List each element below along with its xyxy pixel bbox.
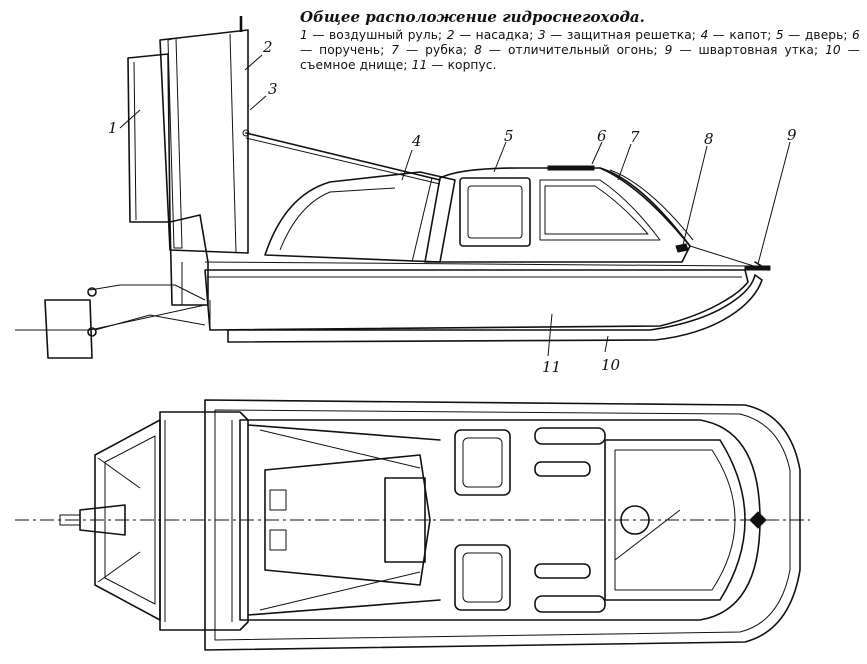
callout-3: 3 xyxy=(268,80,278,98)
side-view xyxy=(15,16,771,359)
leader-8 xyxy=(682,145,708,246)
callout-7: 7 xyxy=(630,128,640,146)
legend-item-5: 5 — дверь; xyxy=(775,28,848,42)
engine-cowl-plan xyxy=(264,454,431,586)
bow-stay xyxy=(689,245,761,269)
stern-bracket-side xyxy=(44,284,206,359)
handrail-side xyxy=(547,165,595,171)
removable-bottom-side xyxy=(227,274,763,343)
mooring-cleat-plan xyxy=(749,511,767,529)
leader-9 xyxy=(757,141,791,265)
cabin-side xyxy=(424,165,694,263)
legend-item-6: 6 — поручень; xyxy=(300,28,860,57)
seats-plan xyxy=(454,427,606,613)
callout-2: 2 xyxy=(262,38,273,56)
hull-outline-plan xyxy=(204,399,801,651)
callout-leaders xyxy=(119,54,791,357)
engine-block-plan xyxy=(384,477,426,563)
deck-line xyxy=(204,261,746,267)
legend-item-3: 3 — защитная решетка; xyxy=(537,28,697,42)
legend-item-8: 8 — отличительный огонь; xyxy=(474,43,658,57)
duct-pylon-side xyxy=(169,214,209,306)
legend-item-7: 7 — рубка; xyxy=(391,43,468,57)
side-light xyxy=(675,243,689,253)
figure-caption: Общее расположение гидроснегохода. 1 — в… xyxy=(300,8,860,73)
legend-item-2: 2 — насадка; xyxy=(446,28,534,42)
callout-8: 8 xyxy=(704,130,714,148)
callout-6: 6 xyxy=(597,127,607,145)
mooring-cleat-side xyxy=(744,261,771,271)
leader-11 xyxy=(547,313,553,357)
legend-item-10: 10 — съемное днище; xyxy=(300,43,860,72)
guard-grille-side xyxy=(245,132,441,185)
leader-5 xyxy=(493,141,507,173)
fan-duct-side xyxy=(159,16,250,254)
caption-legend: 1 — воздушный руль; 2 — насадка; 3 — защ… xyxy=(300,28,860,73)
legend-item-9: 9 — швартовная утка; xyxy=(664,43,819,57)
leader-4 xyxy=(401,149,413,181)
legend-item-1: 1 — воздушный руль; xyxy=(300,28,443,42)
leader-10 xyxy=(604,335,609,353)
plan-view xyxy=(15,399,810,651)
callout-4: 4 xyxy=(411,132,422,150)
callout-11: 11 xyxy=(542,358,561,376)
door-side xyxy=(459,177,531,247)
leader-6 xyxy=(591,141,603,165)
fan-duct-plan xyxy=(159,411,249,631)
air-rudder-side xyxy=(127,53,171,223)
callout-9: 9 xyxy=(787,126,797,144)
legend-item-4: 4 — капот; xyxy=(700,28,772,42)
legend-item-11: 11 — корпус. xyxy=(411,58,497,72)
engine-cowl-side xyxy=(264,171,456,263)
callout-5: 5 xyxy=(504,127,514,145)
hull-side xyxy=(204,269,749,331)
callout-1: 1 xyxy=(108,119,118,137)
leader-1 xyxy=(119,109,141,129)
cabin-plan xyxy=(604,439,746,601)
leader-2 xyxy=(244,54,263,71)
guard-bars-plan xyxy=(247,424,441,616)
leader-7 xyxy=(617,143,632,181)
leader-3 xyxy=(249,95,267,111)
callout-numbers: 1 2 3 4 5 6 7 8 9 10 11 xyxy=(108,38,797,376)
caption-title: Общее расположение гидроснегохода. xyxy=(300,8,645,26)
callout-10: 10 xyxy=(601,356,621,374)
